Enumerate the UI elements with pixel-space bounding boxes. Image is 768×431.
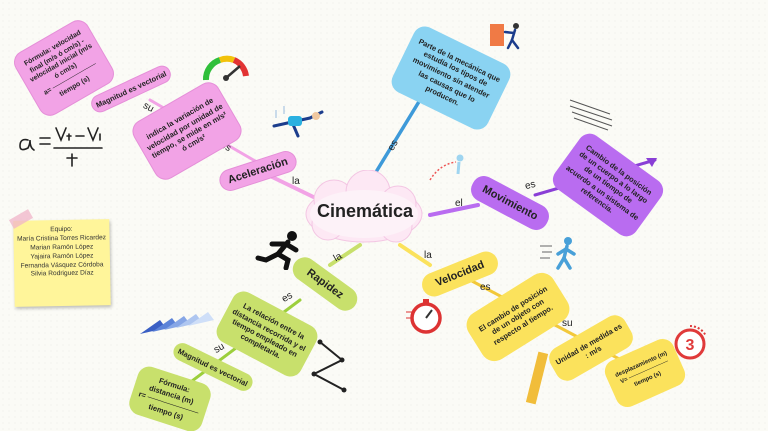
arrows-icon	[140, 312, 214, 334]
walking-person-icon	[540, 237, 576, 270]
stopwatch-icon	[406, 299, 442, 334]
arrow-head	[646, 158, 657, 167]
link-la-aceleracion: la	[292, 176, 300, 187]
team-member: Silvia Rodriguez Díaz	[30, 269, 94, 279]
pushing-box-icon	[490, 23, 520, 50]
speedometer-icon	[203, 55, 249, 81]
link-la-velocidad: la	[424, 250, 432, 261]
link-es-velocidad: es	[480, 282, 491, 293]
line-movimiento	[428, 203, 480, 217]
ruler-icon	[526, 351, 549, 405]
central-cloud	[305, 170, 423, 243]
link-el: el	[455, 198, 463, 209]
line-rapidez	[328, 243, 362, 267]
svg-text:3: 3	[686, 337, 695, 354]
skydiver-icon	[272, 106, 324, 138]
link-su-velocidad: su	[562, 318, 573, 329]
ice-skater-icon	[569, 99, 613, 131]
line-velocidad	[398, 243, 432, 267]
zigzag-path-icon	[311, 339, 347, 393]
scribble-icon	[19, 127, 103, 167]
runner-figure-icon	[429, 154, 464, 181]
countdown-three-icon: 3	[674, 325, 707, 360]
runner-icon	[255, 231, 299, 270]
central-title: Cinemática	[316, 200, 414, 221]
team-sticky-note: Equipo: María Cristina Torres Ricardez M…	[13, 219, 111, 307]
